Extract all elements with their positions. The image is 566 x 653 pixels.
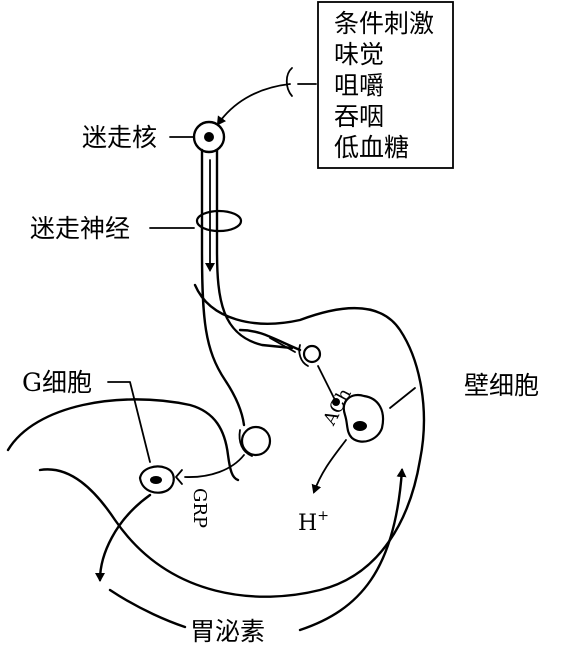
stomach-lesser-curvature	[6, 398, 240, 482]
ach-terminal	[302, 344, 322, 364]
stimulus-hypoglycemia: 低血糖	[334, 133, 409, 162]
vagal-nucleus: 迷走核	[82, 120, 226, 154]
h-secretion-arrow	[311, 439, 347, 494]
grp-label: GRP	[189, 488, 210, 528]
stimulus-chewing: 咀嚼	[334, 71, 384, 100]
parietal-cell-leader	[389, 387, 416, 409]
vagus-nerve: 迷走神经	[30, 148, 294, 427]
g-cell-leader	[107, 381, 151, 463]
gastrin-label: 胃泌素	[190, 617, 265, 646]
stimuli-box-border	[317, 1, 454, 169]
grp-terminal	[240, 425, 272, 457]
vagus-nerve-ring	[195, 209, 243, 233]
gastrin-to-parietal-arrow	[298, 468, 407, 632]
parietal-cell-label: 壁细胞	[464, 371, 539, 400]
gastrin-pathway: 胃泌素	[95, 468, 407, 646]
gastrin-release-arrow	[95, 493, 152, 582]
vagal-nucleus-label: 迷走核	[82, 123, 157, 152]
stimulus-conditioned: 条件刺激	[334, 9, 434, 38]
parietal-cell: 壁细胞 H+	[298, 371, 539, 536]
g-cell: G细胞	[22, 368, 175, 494]
stomach-greater-curvature	[38, 283, 426, 598]
vagus-nerve-label: 迷走神经	[30, 214, 130, 243]
efferent-branches: ACh GRP	[175, 337, 356, 528]
receptor-symbol	[285, 67, 293, 97]
g-cell-label: G细胞	[22, 368, 92, 397]
ach-line	[317, 365, 336, 401]
h-ion-label: H+	[298, 508, 329, 536]
stimuli-box: 条件刺激 味觉 咀嚼 吞咽 低血糖	[317, 1, 454, 169]
afferent-arrow	[216, 83, 291, 126]
g-cell-nucleus	[150, 476, 162, 484]
stimulus-taste: 味觉	[334, 40, 384, 69]
stimulus-swallowing: 吞咽	[334, 102, 384, 131]
parietal-cell-nucleus	[353, 421, 367, 431]
afferent-pathway	[216, 67, 317, 126]
